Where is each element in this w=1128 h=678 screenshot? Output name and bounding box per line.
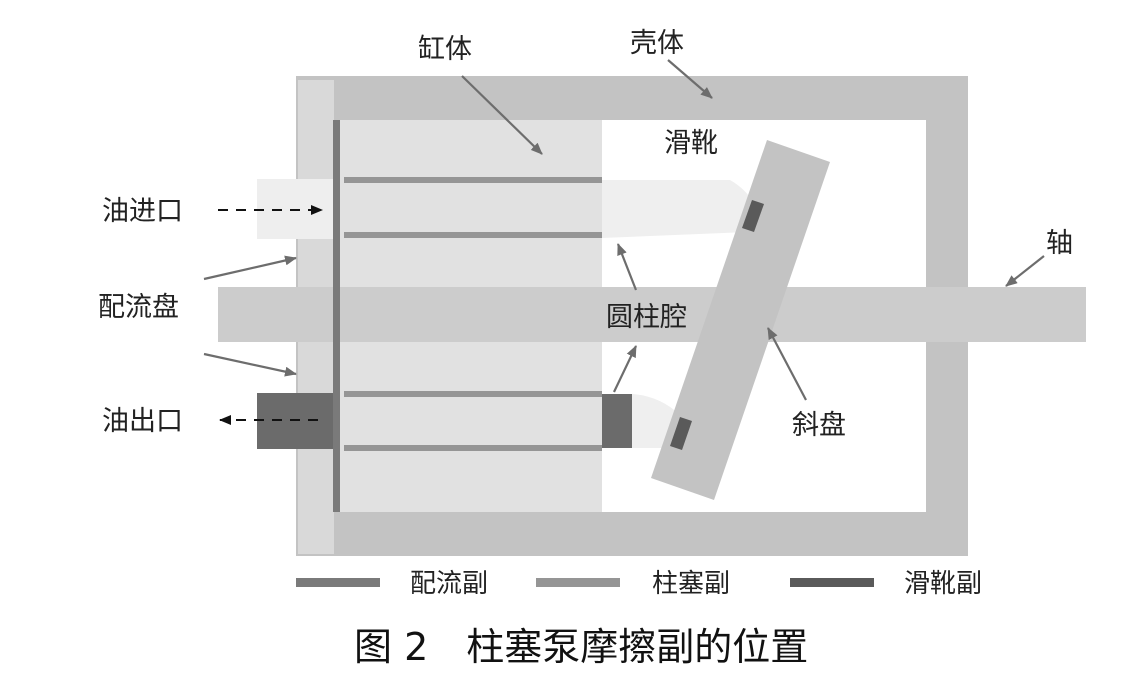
pointer-valve-plate-lower [203, 352, 297, 377]
legend-swatch-slipper-pair [790, 578, 874, 587]
shaft [218, 287, 1086, 342]
label-cylinder-bore: 圆柱腔 [606, 302, 687, 333]
slipper-pad-upper [742, 200, 764, 232]
legend-swatch-piston-pair [536, 578, 620, 587]
upper-piston [602, 180, 758, 238]
label-slipper: 滑靴 [664, 128, 718, 159]
piston-line [344, 391, 602, 397]
pointer-swash-plate [767, 327, 807, 401]
label-shaft: 轴 [1046, 228, 1073, 259]
legend-swatch-valve-pair [296, 578, 380, 587]
pointer-valve-plate-upper [203, 255, 297, 281]
lower-piston-block [602, 394, 632, 448]
piston-line [344, 232, 602, 238]
valve-pair-line [333, 120, 340, 512]
legend-label-valve-pair: 配流副 [410, 569, 488, 599]
piston-line [344, 445, 602, 451]
label-housing: 壳体 [630, 28, 684, 59]
pointer-housing [667, 59, 713, 99]
legend-label-piston-pair: 柱塞副 [652, 569, 730, 599]
figure-caption: 图 2 柱塞泵摩擦副的位置 [354, 625, 808, 669]
pointer-bore-upper [616, 243, 638, 291]
label-swash-plate: 斜盘 [792, 410, 846, 441]
pointer-shaft [1005, 255, 1045, 287]
label-oil-inlet: 油进口 [102, 196, 183, 227]
label-valve-plate: 配流盘 [98, 292, 179, 323]
label-cylinder-block: 缸体 [418, 34, 472, 65]
label-oil-outlet: 油出口 [102, 406, 183, 437]
legend-label-slipper-pair: 滑靴副 [904, 569, 982, 599]
swash-plate [651, 140, 830, 500]
piston-line [344, 177, 602, 183]
pointer-bore-lower [613, 345, 637, 393]
pointer-cylinder-block [461, 75, 543, 155]
slipper-pad-lower [670, 417, 692, 450]
